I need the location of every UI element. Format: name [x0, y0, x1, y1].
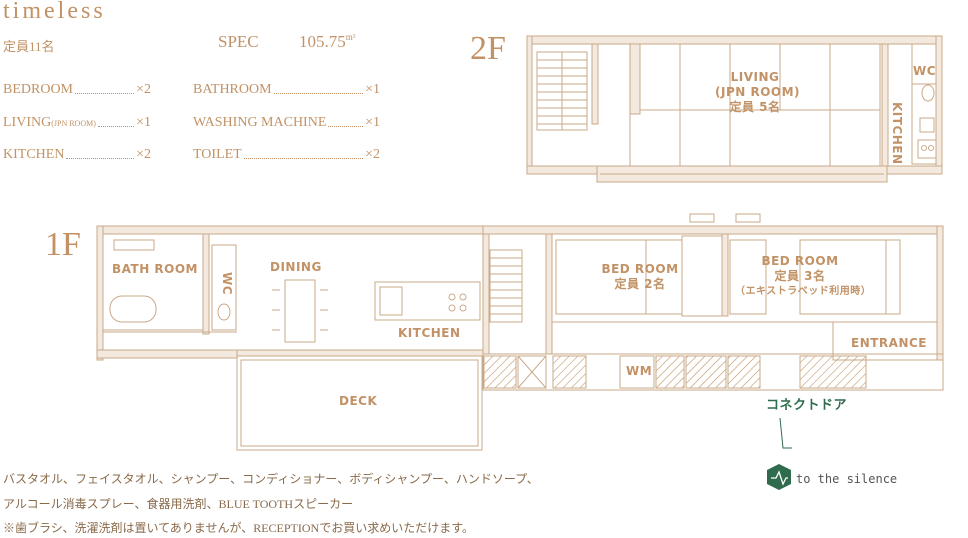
- floor2-plan: [526, 35, 943, 183]
- room-bedroom-2: BED ROOM 定員 3名 （エキストラベッド利用時）: [735, 254, 872, 299]
- spec-label: SPEC: [218, 32, 259, 51]
- facility-note: (JPN ROOM): [51, 118, 96, 128]
- logo-text: to the silence: [796, 472, 898, 486]
- facility-toilet: TOILET ×2: [193, 147, 380, 163]
- room-kitchen-1f: KITCHEN: [398, 326, 461, 340]
- amenity-line-2: アルコール消毒スプレー、食器用洗剤、BLUE TOOTHスピーカー: [3, 497, 354, 511]
- room-name: LIVING: [730, 70, 780, 84]
- facility-name: TOILET: [193, 147, 242, 162]
- facility-count: ×2: [136, 82, 151, 97]
- spec-area: 105.75m²: [299, 32, 355, 52]
- facility-name: KITCHEN: [3, 147, 65, 162]
- connect-door-leader: [779, 417, 792, 449]
- facility-count: ×1: [365, 115, 380, 130]
- room-bedroom-1: BED ROOM 定員 2名: [600, 262, 680, 292]
- floor1-plan: [96, 213, 944, 451]
- leader-dots: [66, 157, 135, 159]
- facility-count: ×1: [136, 115, 151, 130]
- room-name: BED ROOM: [601, 262, 679, 276]
- facility-living: LIVING(JPN ROOM) ×1: [3, 115, 151, 131]
- facility-kitchen: KITCHEN ×2: [3, 147, 151, 163]
- room-kitchen-2f: KITCHEN: [886, 102, 908, 168]
- room-bath: BATH ROOM: [112, 262, 198, 276]
- facility-name: WASHING MACHINE: [193, 115, 327, 130]
- facility-count: ×2: [365, 147, 380, 162]
- room-capacity: 定員 2名: [614, 277, 666, 291]
- leader-dots: [273, 92, 364, 94]
- leader-dots: [328, 125, 364, 127]
- facility-washing-machine: WASHING MACHINE ×1: [193, 115, 380, 131]
- facility-name: BATHROOM: [193, 82, 272, 97]
- facility-count: ×1: [365, 82, 380, 97]
- room-wc-1f-text: WC: [220, 272, 234, 296]
- amenity-line-3: ※歯ブラシ、洗濯洗剤は置いてありませんが、RECEPTIONでお買い求めいただけ…: [3, 521, 475, 535]
- facility-bedroom: BEDROOM ×2: [3, 82, 151, 98]
- brand-title: timeless: [3, 0, 106, 24]
- room-kitchen-2f-text: KITCHEN: [890, 102, 904, 165]
- facility-bathroom: BATHROOM ×1: [193, 82, 380, 98]
- room-deck: DECK: [339, 394, 378, 408]
- room-note: (JPN ROOM): [715, 85, 801, 99]
- floor1-label: 1F: [45, 226, 81, 263]
- room-wm: WM: [626, 364, 653, 378]
- leader-dots: [97, 125, 135, 127]
- floor2-label: 2F: [470, 30, 506, 67]
- connect-door-label: コネクトドア: [766, 398, 848, 413]
- capacity-label: 定員11名: [3, 39, 55, 54]
- facility-count: ×2: [136, 147, 151, 162]
- room-living: LIVING (JPN ROOM) 定員 5名: [715, 70, 801, 115]
- logo-mark: [767, 464, 791, 490]
- facility-name: BEDROOM: [3, 82, 74, 97]
- amenity-line-1: バスタオル、フェイスタオル、シャンプー、コンディショナー、ボディシャンプー、ハン…: [3, 472, 539, 486]
- room-wc-2f: WC: [913, 64, 937, 78]
- room-name: BED ROOM: [761, 254, 839, 268]
- room-note: （エキストラベッド利用時）: [735, 286, 872, 297]
- spec-area-value: 105.75: [299, 32, 346, 51]
- leader-dots: [243, 157, 364, 159]
- room-capacity: 定員 3名: [774, 269, 826, 283]
- room-dining: DINING: [270, 260, 322, 274]
- room-capacity: 定員 5名: [729, 100, 781, 114]
- spec-area-unit: m²: [345, 32, 356, 42]
- room-entrance: ENTRANCE: [851, 336, 927, 350]
- room-wc-1f: WC: [219, 272, 234, 299]
- leader-dots: [75, 92, 135, 94]
- facility-name: LIVING: [3, 115, 52, 130]
